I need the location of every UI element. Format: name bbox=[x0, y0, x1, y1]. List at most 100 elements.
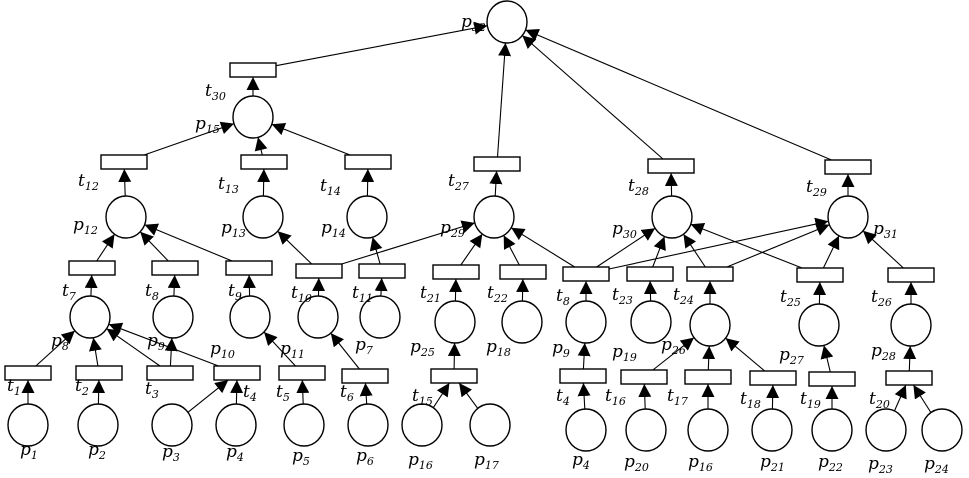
label-subscript: 8 bbox=[152, 290, 159, 303]
place-p9a bbox=[153, 296, 193, 338]
label-subscript: 23 bbox=[878, 463, 893, 476]
arc-p14-to-t14 bbox=[367, 169, 368, 196]
transition-t3 bbox=[147, 366, 193, 380]
label-subscript: 1 bbox=[31, 449, 38, 462]
label-subscript: 23 bbox=[618, 294, 633, 307]
place-label-p24: p24 bbox=[924, 454, 949, 476]
label-letter: p bbox=[624, 452, 635, 472]
transition-t10 bbox=[296, 264, 342, 278]
label-letter: p bbox=[612, 342, 623, 362]
place-label-p14: p14 bbox=[321, 218, 346, 240]
transition-label-t20: t20 bbox=[869, 389, 890, 411]
label-letter: p bbox=[474, 450, 485, 470]
arc-p25-to-t21 bbox=[455, 279, 456, 301]
transition-label-t12: t12 bbox=[78, 171, 99, 193]
label-subscript: 13 bbox=[232, 227, 246, 240]
arc-t22-to-p29 bbox=[504, 235, 520, 265]
label-subscript: 7 bbox=[366, 344, 373, 357]
place-label-p25: p25 bbox=[410, 337, 435, 359]
arc-p6-to-t6 bbox=[365, 383, 366, 404]
transition-t17 bbox=[685, 370, 731, 384]
arc-t13-to-p15 bbox=[258, 137, 262, 155]
transition-t8a bbox=[152, 261, 198, 275]
label-subscript: 29 bbox=[812, 186, 827, 199]
arc-t11-to-p14 bbox=[373, 237, 381, 264]
arc-p20-to-t16 bbox=[644, 384, 645, 409]
transition-label-t5: t5 bbox=[276, 382, 290, 404]
label-subscript: 17 bbox=[485, 459, 499, 472]
label-subscript: 4 bbox=[236, 451, 244, 464]
label-letter: p bbox=[612, 219, 623, 239]
label-subscript: 8 bbox=[563, 295, 570, 308]
place-p15 bbox=[233, 96, 273, 138]
label-letter: p bbox=[20, 440, 31, 460]
label-subscript: 19 bbox=[807, 398, 821, 411]
place-label-p27: p27 bbox=[779, 345, 804, 367]
label-subscript: 1 bbox=[14, 385, 21, 398]
label-subscript: 9 bbox=[235, 290, 242, 303]
transition-t22 bbox=[500, 265, 546, 279]
label-letter: p bbox=[868, 454, 879, 474]
arc-t8b-to-p31 bbox=[609, 221, 828, 269]
arc-t4b-to-p9b bbox=[583, 343, 584, 369]
transition-t15 bbox=[431, 369, 477, 383]
place-p5 bbox=[284, 404, 324, 446]
arc-t23-to-p30 bbox=[653, 237, 665, 268]
place-label-p11: p11 bbox=[280, 339, 305, 361]
arc-p8-to-t7 bbox=[91, 275, 92, 296]
label-letter: p bbox=[292, 446, 303, 466]
label-letter: p bbox=[924, 454, 935, 474]
label-subscript: 12 bbox=[85, 180, 99, 193]
label-letter: p bbox=[355, 335, 366, 355]
arc-p2-to-t2 bbox=[98, 380, 99, 404]
transition-label-t28: t28 bbox=[628, 176, 649, 198]
place-label-p7: p7 bbox=[355, 335, 373, 357]
transition-label-t22: t22 bbox=[487, 283, 508, 305]
place-label-p16b: p16 bbox=[688, 452, 713, 474]
arc-t10-to-p13 bbox=[278, 231, 312, 264]
label-subscript: 10 bbox=[221, 348, 235, 361]
arc-t9-to-p12 bbox=[145, 225, 233, 261]
place-label-p29: p29 bbox=[440, 218, 465, 240]
label-letter: p bbox=[226, 442, 237, 462]
place-p25 bbox=[435, 301, 475, 343]
transition-t4b bbox=[560, 369, 606, 383]
transition-label-t19: t19 bbox=[800, 389, 821, 411]
label-subscript: 24 bbox=[679, 294, 694, 307]
labels-layer: p32p15p12p13p14p29p30p31p8p9p10p11p7p25p… bbox=[7, 12, 949, 476]
place-label-p9b: p9 bbox=[552, 338, 570, 360]
arc-t25-to-p31 bbox=[823, 236, 839, 268]
label-letter: p bbox=[871, 341, 882, 361]
label-letter: p bbox=[760, 452, 771, 472]
label-subscript: 5 bbox=[303, 455, 310, 468]
arc-t28-to-p32 bbox=[522, 36, 663, 160]
place-p20 bbox=[626, 409, 666, 451]
arc-p4b-to-t4b bbox=[583, 383, 584, 409]
transition-t14 bbox=[345, 155, 391, 169]
place-p17 bbox=[470, 404, 510, 446]
place-label-p20: p20 bbox=[624, 452, 649, 474]
transition-label-t11: t11 bbox=[352, 283, 373, 305]
label-letter: p bbox=[572, 450, 583, 470]
place-p8 bbox=[70, 296, 110, 338]
transition-label-t13: t13 bbox=[218, 174, 239, 196]
transition-label-t21: t21 bbox=[420, 283, 441, 305]
label-letter: p bbox=[552, 338, 563, 358]
label-subscript: 32 bbox=[472, 21, 486, 34]
transition-label-t27: t27 bbox=[448, 171, 469, 193]
place-p4b bbox=[566, 409, 606, 451]
arc-t8b-to-p29 bbox=[511, 228, 575, 267]
label-subscript: 6 bbox=[347, 391, 354, 404]
label-letter: p bbox=[818, 452, 829, 472]
label-letter: p bbox=[51, 331, 62, 351]
label-letter: p bbox=[661, 335, 672, 355]
label-subscript: 26 bbox=[877, 296, 892, 309]
place-label-p22: p22 bbox=[818, 452, 843, 474]
arc-p21-to-t18 bbox=[772, 385, 773, 409]
label-subscript: 27 bbox=[454, 180, 469, 193]
label-subscript: 25 bbox=[786, 296, 801, 309]
arc-p12-to-t12 bbox=[124, 169, 125, 196]
place-p18 bbox=[502, 301, 542, 343]
label-subscript: 14 bbox=[327, 185, 341, 198]
arc-p29-to-t27 bbox=[495, 171, 496, 196]
